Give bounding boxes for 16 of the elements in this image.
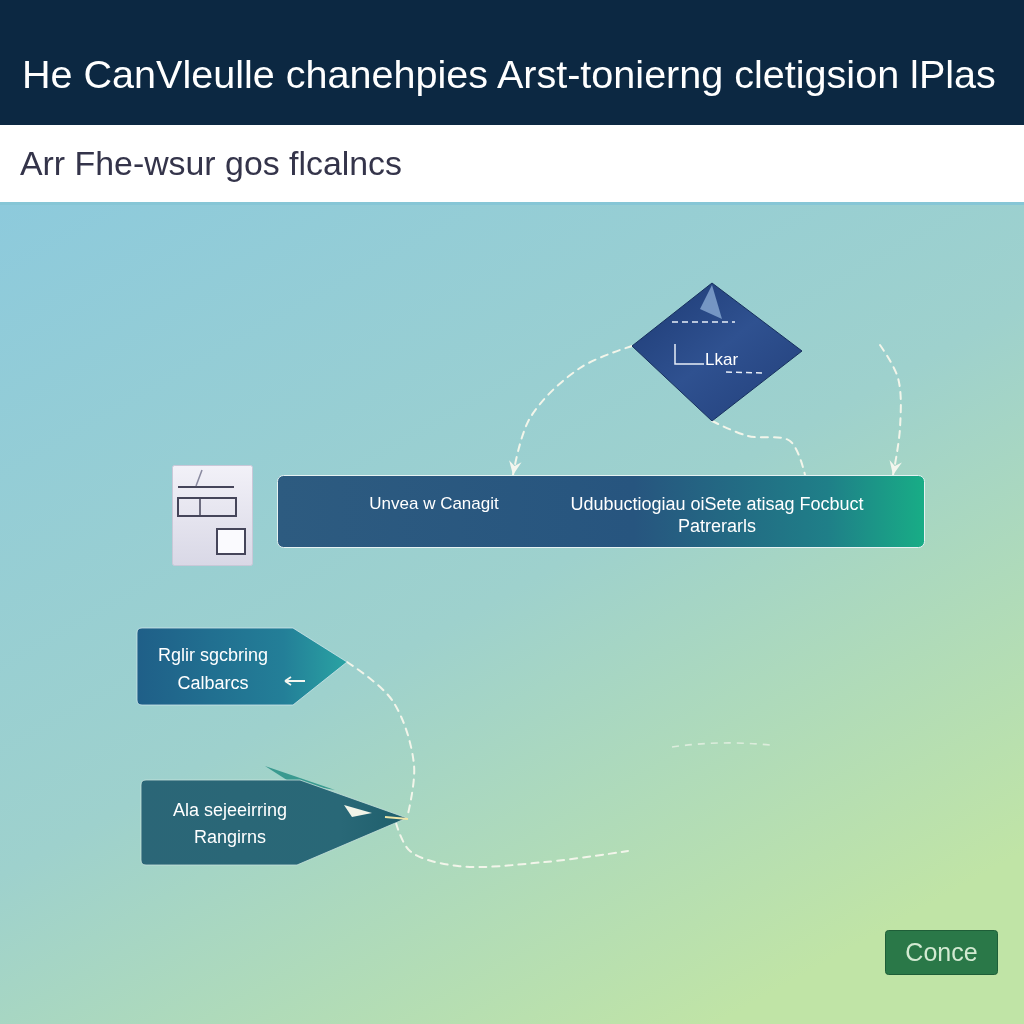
dashed-arrow — [509, 345, 633, 476]
node-label: Ala sejeeirring Rangirns — [171, 799, 289, 849]
decision-diamond — [632, 283, 804, 422]
title: He CanVleulle chanehpies Arst-tonierng cletigsion lPlas — [22, 52, 996, 98]
subtitle: Arr Fhe-wsur gos flcalncs — [20, 143, 402, 183]
dashed-arrow — [879, 344, 902, 476]
dashed-connector — [711, 420, 806, 476]
node-label: Unvea w Canagit — [368, 493, 500, 515]
arrow-tag-box — [136, 627, 348, 706]
node-text: Udubuctiogiau oiSete atisag Focbuct Patrerarls — [569, 493, 865, 537]
process-bar — [277, 475, 925, 548]
node-label: Lkar — [705, 350, 740, 370]
action-button — [885, 930, 998, 975]
dashed-connector — [395, 822, 629, 869]
node-label: Rglir sgcbring Calbarcs — [156, 644, 269, 695]
button-label: Conce — [904, 937, 979, 968]
